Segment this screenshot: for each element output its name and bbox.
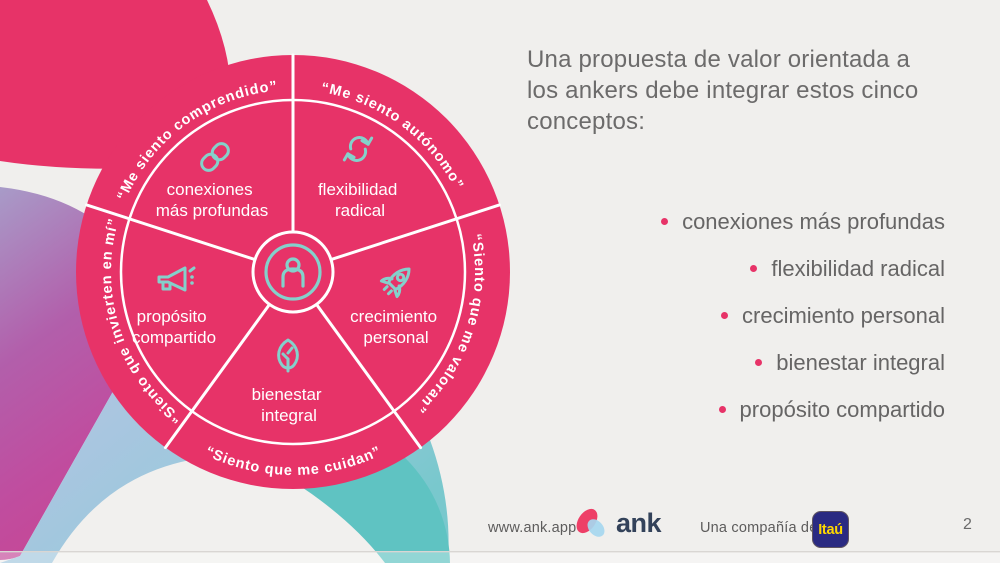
wheel-center-hub — [251, 230, 335, 314]
title-line-2: los ankers debe integrar estos cinco — [527, 77, 919, 104]
segment-label-conexiones: conexiones más profundas — [156, 180, 268, 220]
bullet-dot — [750, 265, 758, 272]
website-url: www.ank.app — [488, 520, 577, 536]
bullet-label: crecimiento personal — [742, 303, 945, 328]
slide-title: Una propuesta de valor orientada a los a… — [527, 44, 918, 137]
wheel-dividers — [85, 53, 501, 450]
ank-logo-mark — [576, 508, 605, 537]
bullet-dot — [718, 406, 726, 413]
megaphone-icon — [157, 266, 196, 292]
bullet-dot — [721, 312, 729, 319]
title-line-3: conceptos: — [527, 108, 646, 135]
segment-label-bienestar: bienestar integral — [252, 385, 327, 425]
itau-logo: Itaú — [812, 511, 849, 548]
segment-label-crecimiento: crecimiento personal — [350, 307, 442, 347]
concept-list: conexiones más profundas flexibilidad ra… — [661, 207, 945, 424]
chain-link-icon — [200, 142, 230, 172]
swap-arrows-icon — [342, 136, 374, 162]
ank-wordmark: ank — [616, 508, 662, 538]
title-line-1: Una propuesta de valor orientada a — [527, 46, 911, 73]
list-item: conexiones más profundas — [661, 207, 945, 236]
itau-wordmark: Itaú — [818, 521, 843, 538]
list-item: propósito compartido — [718, 395, 945, 424]
rocket-icon — [379, 267, 411, 299]
bullet-label: conexiones más profundas — [682, 209, 945, 234]
company-prefix: Una compañía de — [700, 520, 818, 536]
bullet-label: flexibilidad radical — [771, 256, 945, 281]
segment-label-proposito: propósito compartido — [132, 307, 216, 347]
list-item: flexibilidad radical — [750, 254, 945, 283]
list-item: bienestar integral — [755, 348, 945, 377]
bottom-hairline — [0, 551, 1000, 553]
segment-label-flexibilidad: flexibilidad radical — [318, 180, 402, 220]
page-number: 2 — [963, 516, 972, 533]
anker-person-icon — [281, 257, 305, 288]
bullet-label: propósito compartido — [739, 397, 945, 422]
white-wave — [52, 458, 385, 563]
bullet-dot — [661, 218, 669, 225]
bullet-dot — [755, 359, 763, 366]
value-wheel: “Siento que invierten en mí” “Me siento … — [76, 53, 510, 489]
bullet-label: bienestar integral — [776, 350, 945, 375]
ank-logo: ank — [572, 503, 662, 543]
list-item: crecimiento personal — [721, 301, 945, 330]
leaf-icon — [277, 338, 299, 373]
bottom-edge-wash — [0, 552, 1000, 563]
